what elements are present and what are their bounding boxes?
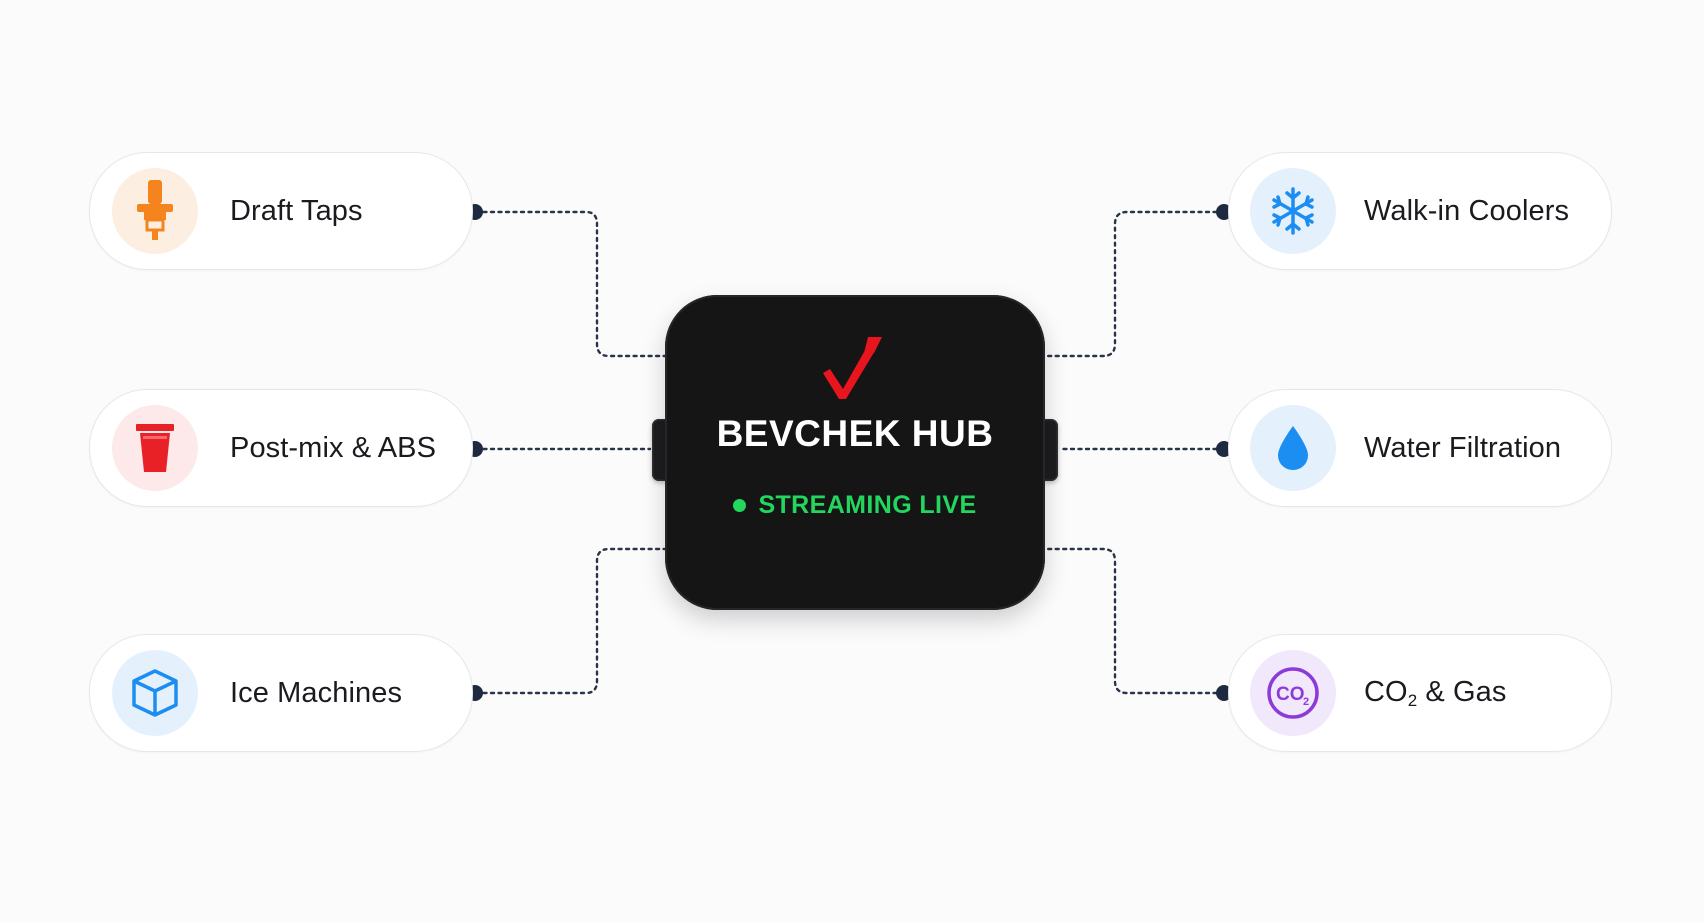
node-walk-in-coolers[interactable]: Walk-in Coolers [1228,152,1612,270]
node-label: CO2 & Gas [1364,676,1507,711]
co2-text: CO [1364,675,1408,708]
node-label: Water Filtration [1364,431,1562,464]
live-dot-icon [733,499,747,512]
node-ice-machines[interactable]: Ice Machines [89,634,473,752]
water-drop-icon [1250,405,1336,491]
co2-icon: CO 2 [1250,650,1336,736]
svg-text:CO: CO [1276,684,1305,705]
node-draft-taps[interactable]: Draft Taps [89,152,473,270]
connector-ice-machines [474,547,667,695]
snowflake-icon [1250,168,1336,254]
node-post-mix[interactable]: Post-mix & ABS [89,389,473,507]
cup-icon [112,405,198,491]
node-label: Ice Machines [230,676,403,709]
connector-walk-in-coolers [1043,210,1226,358]
co2-subscript: 2 [1407,690,1418,710]
svg-text:2: 2 [1303,696,1309,708]
node-water-filtration[interactable]: Water Filtration [1228,389,1612,507]
status-indicator: STREAMING LIVE [665,491,1045,520]
co2-suffix: & Gas [1417,675,1507,708]
status-text: STREAMING LIVE [758,491,977,519]
node-label: Post-mix & ABS [230,431,437,464]
beer-tap-icon [112,168,198,254]
bevchek-hub-device[interactable]: BEVCHEK HUB STREAMING LIVE [665,295,1045,610]
cube-icon [112,650,198,736]
hub-title: BEVCHEK HUB [716,413,994,454]
connector-draft-taps [474,210,667,358]
connector-co2-gas [1043,547,1226,695]
node-label: Walk-in Coolers [1364,194,1570,227]
checkmark-logo-icon [820,335,886,406]
node-label: Draft Taps [230,194,363,227]
node-co2-gas[interactable]: CO 2 CO2 & Gas [1228,634,1612,752]
